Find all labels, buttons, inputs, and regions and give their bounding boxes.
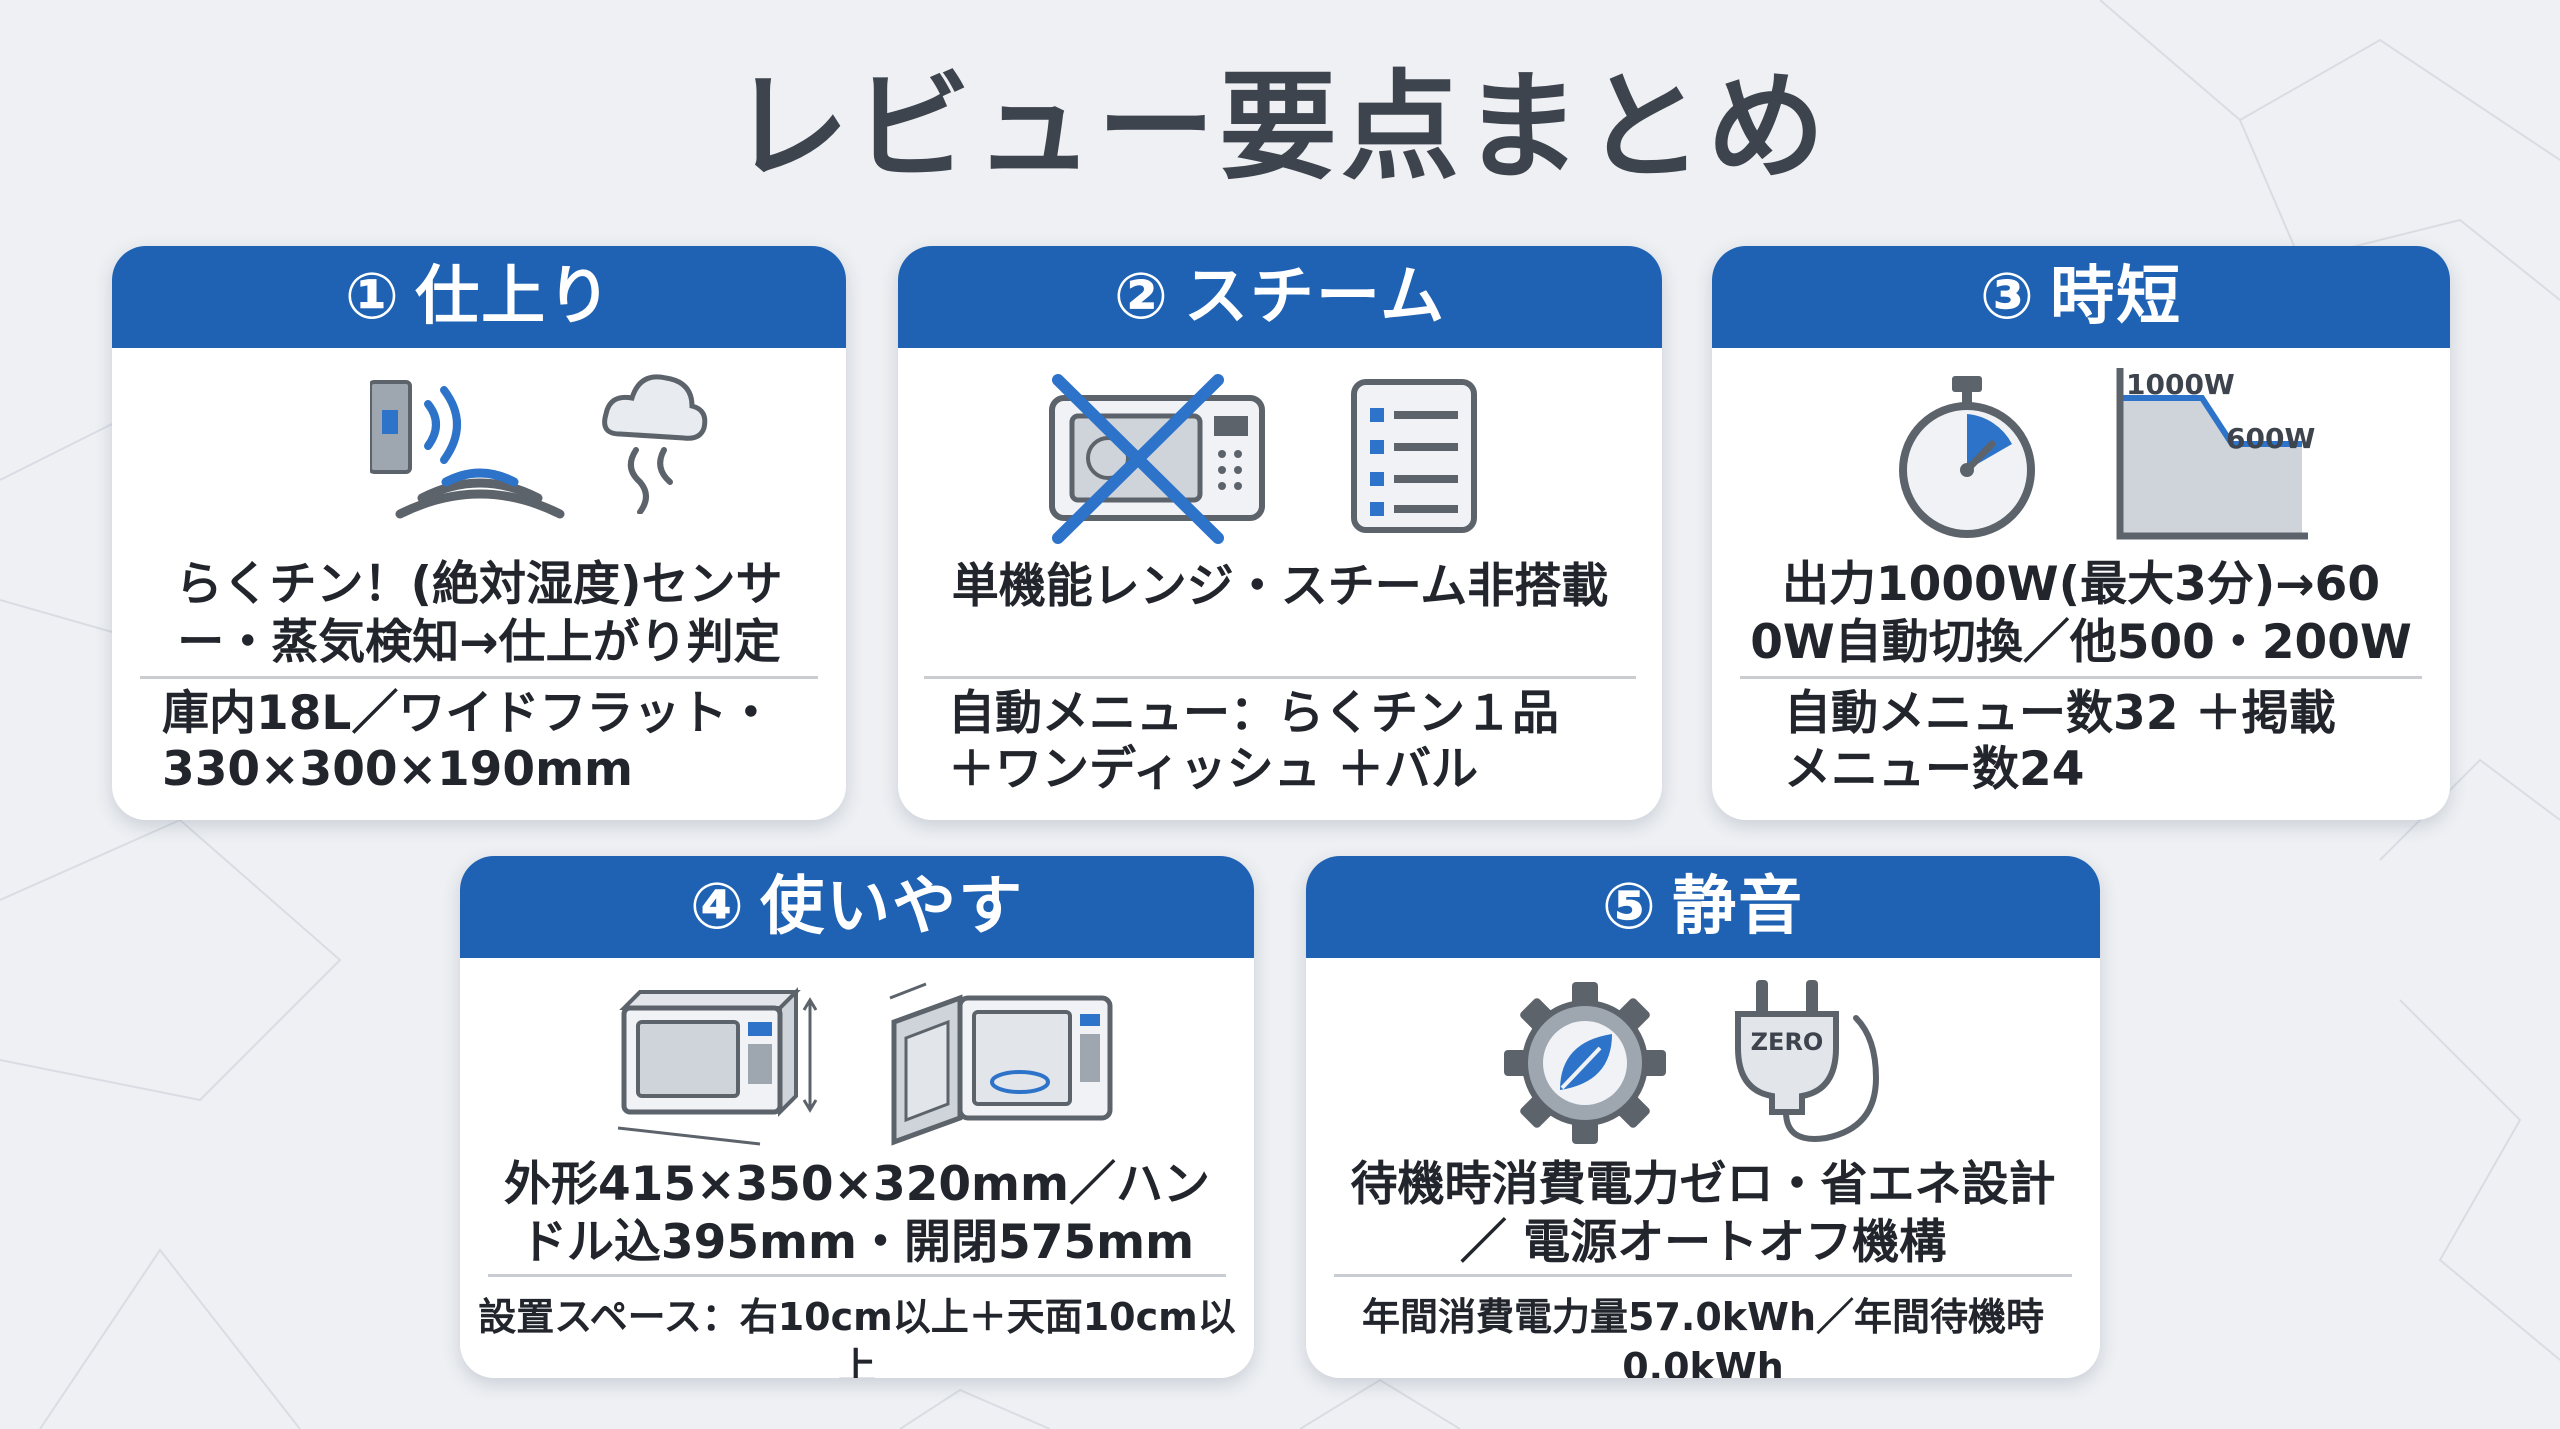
low-power-label: 600W bbox=[2226, 422, 2316, 455]
card-title: スチーム bbox=[1184, 260, 1447, 334]
divider bbox=[1334, 1274, 2072, 1277]
headline-line: 出力1000W(最大3分)→60 bbox=[1781, 557, 2381, 612]
page-title: レビュー要点まとめ bbox=[730, 58, 1829, 196]
card-number: ① bbox=[344, 260, 402, 334]
card-number: ⑤ bbox=[1601, 870, 1659, 944]
card-icons: ZERO bbox=[1306, 978, 2100, 1158]
headline-line: らくチン！(絶対湿度)センサ bbox=[175, 557, 783, 612]
power-step-chart-icon bbox=[2116, 368, 2308, 540]
humidity-sensor-icon bbox=[370, 380, 565, 519]
divider bbox=[488, 1274, 1226, 1277]
detail-line: 自動メニュー数32 ＋掲載 bbox=[1784, 686, 2336, 741]
headline-line: 0W自動切換／他500・200W bbox=[1750, 615, 2412, 670]
microwave-door-open-icon bbox=[889, 982, 1113, 1146]
card-icons bbox=[460, 978, 1254, 1158]
plug-zero-label: ZERO bbox=[1750, 1028, 1824, 1056]
card-detail: 設置スペース：右10cm以上＋天面10cm以上 bbox=[470, 1292, 1244, 1378]
stopwatch-icon bbox=[1899, 376, 2035, 538]
detail-line: メニュー数24 bbox=[1784, 742, 2085, 797]
headline-line: ー・蒸気検知→仕上がり判定 bbox=[177, 615, 781, 670]
card-number: ④ bbox=[689, 870, 747, 944]
headline-line: ／ 電源オートオフ機構 bbox=[1459, 1215, 1947, 1270]
card-headline: 外形415×350×320mm／ハン ドル込395mm・開閉575mm bbox=[484, 1156, 1230, 1272]
card-detail: 自動メニュー数32 ＋掲載 メニュー数24 bbox=[1784, 686, 2336, 798]
card-title: 時短 bbox=[2050, 260, 2183, 334]
crossed-microwave-icon bbox=[1049, 374, 1265, 544]
detail-line: 自動メニュー：らくチン１品 bbox=[948, 686, 1559, 741]
card-detail: 自動メニュー：らくチン１品 ＋ワンディッシュ ＋バル bbox=[948, 686, 1559, 798]
card-detail: 年間消費電力量57.0kWh／年間待機時0.0kWh bbox=[1316, 1292, 2090, 1378]
card-headline: 待機時消費電力ゼロ・省エネ設計 ／ 電源オートオフ機構 bbox=[1330, 1156, 2076, 1272]
detail-line: 設置スペース：右10cm以上＋天面10cm以上 bbox=[478, 1295, 1236, 1378]
card-headline: 単機能レンジ・スチーム非搭載 bbox=[922, 558, 1638, 616]
headline-line: ドル込395mm・開閉575mm bbox=[519, 1215, 1195, 1270]
card-icons bbox=[898, 364, 1662, 554]
steam-cloud-icon bbox=[602, 374, 708, 514]
detail-line: 330×300×190mm bbox=[162, 742, 634, 797]
headline-line: 待機時消費電力ゼロ・省エネ設計 bbox=[1350, 1157, 2056, 1212]
card-detail: 庫内18L／ワイドフラット・ 330×300×190mm bbox=[162, 686, 774, 798]
detail-line: 庫内18L／ワイドフラット・ bbox=[162, 686, 775, 741]
card-number: ② bbox=[1113, 260, 1171, 334]
card-icons: 1000W 600W bbox=[1712, 364, 2450, 554]
card-title: 使いやす bbox=[760, 870, 1025, 944]
zero-power-plug-icon bbox=[1735, 980, 1880, 1142]
detail-line: ＋ワンディッシュ ＋バル bbox=[948, 742, 1479, 797]
high-power-label: 1000W bbox=[2126, 368, 2235, 401]
card-headline: 出力1000W(最大3分)→60 0W自動切換／他500・200W bbox=[1736, 556, 2426, 672]
headline-line: 単機能レンジ・スチーム非搭載 bbox=[951, 559, 1609, 614]
divider bbox=[924, 676, 1636, 679]
menu-list-icon bbox=[1351, 379, 1477, 533]
detail-line: 年間消費電力量57.0kWh／年間待機時0.0kWh bbox=[1362, 1295, 2044, 1378]
card-title: 静音 bbox=[1672, 870, 1805, 944]
eco-gear-leaf-icon bbox=[1504, 982, 1666, 1144]
card-headline: らくチン！(絶対湿度)センサ ー・蒸気検知→仕上がり判定 bbox=[136, 556, 822, 672]
divider bbox=[140, 676, 818, 679]
card-title: 仕上り bbox=[415, 260, 614, 334]
headline-line: 外形415×350×320mm／ハン bbox=[503, 1157, 1211, 1212]
card-icons bbox=[112, 364, 846, 554]
card-number: ③ bbox=[1979, 260, 2037, 334]
divider bbox=[1740, 676, 2422, 679]
microwave-dimensions-icon bbox=[617, 987, 818, 1146]
